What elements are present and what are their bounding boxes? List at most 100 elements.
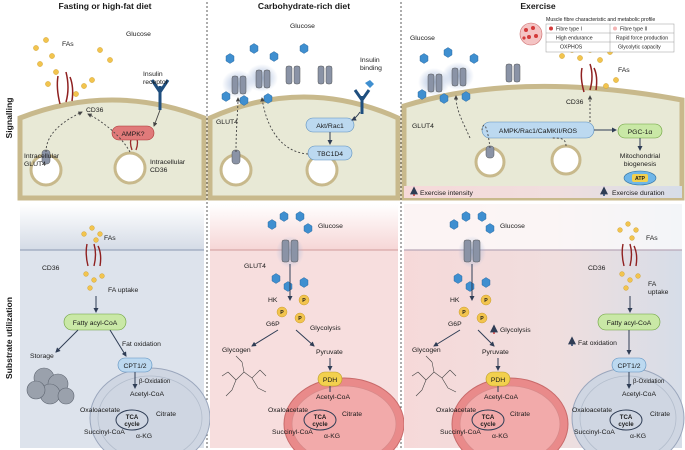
lipid-droplets <box>26 367 75 405</box>
citrate-label-2: Citrate <box>650 411 670 418</box>
substrate-panel-carb: Glucose GLUT4 HK P P P G6P Glycolysis Gl… <box>210 204 405 450</box>
acetyl-label-2: Acetyl-CoA <box>622 391 656 398</box>
glut4-label: GLUT4 <box>412 123 434 130</box>
glycolysis-label: Glycolysis <box>310 325 341 332</box>
beta-ox-label: β-Oxidation <box>633 378 664 385</box>
acetyl-label: Acetyl-CoA <box>130 391 164 398</box>
fa-dots <box>33 37 113 97</box>
header-fasting: Fasting or high-fat diet <box>58 1 151 11</box>
header-exercise: Exercise <box>520 1 556 11</box>
glycolysis-label: Glycolysis <box>500 327 531 334</box>
fat-oxidation-label: Fat oxidation <box>122 341 161 348</box>
g6p-label: G6P <box>448 321 462 328</box>
glut4-label: GLUT4 <box>244 263 266 270</box>
fat-oxidation-label: Fat oxidation <box>578 340 617 347</box>
glut4-transporters <box>231 65 333 95</box>
svg-text:P: P <box>280 310 284 316</box>
exercise-intensity-label: Exercise intensity <box>420 190 473 197</box>
tca-label: TCA <box>314 414 327 421</box>
cpt-label: CPT1/2 <box>123 363 146 370</box>
type1-b: OXPHOS <box>560 45 583 51</box>
glucose-label: Glucose <box>500 223 525 230</box>
exercise-duration-label: Exercise duration <box>612 190 665 197</box>
substrate-panel-exercise: Glucose HK P P P G6P Glycolysis Glycogen… <box>404 204 685 450</box>
fibre-profile-inset: Muscle fibre characteristic and metaboli… <box>519 17 675 53</box>
insulin-receptor-icon <box>150 79 170 110</box>
cd36-label: CD36 <box>566 99 584 106</box>
profile-title: Muscle fibre characteristic and metaboli… <box>546 17 655 23</box>
fas-label: FAs <box>618 67 630 74</box>
tca-label: TCA <box>482 414 495 421</box>
pdh-label: PDH <box>491 377 505 384</box>
succinyl-label: Succinyl-CoA <box>272 429 313 436</box>
type2-a: Rapid force production <box>616 36 668 42</box>
insulin-receptor-label-2: receptor <box>143 79 169 86</box>
pyruvate-label: Pyruvate <box>482 349 509 356</box>
storage-label: Storage <box>30 353 54 360</box>
akt-label: Akt/Rac1 <box>316 123 344 130</box>
hk-label: HK <box>450 297 460 304</box>
svg-text:P: P <box>298 316 302 322</box>
tca-label-4: cycle <box>618 421 634 428</box>
glucose-hexagons <box>221 43 309 106</box>
row-label-signalling: Signalling <box>4 97 14 138</box>
glucose-label: Glucose <box>290 23 315 30</box>
type2-label: Fibre type II <box>620 27 647 33</box>
signalling-panel-exercise: Muscle fibre characteristic and metaboli… <box>401 14 685 201</box>
fatty-acyl-label: Fatty acyl-CoA <box>73 320 118 327</box>
hk-label: HK <box>268 297 278 304</box>
glucose-label: Glucose <box>318 223 343 230</box>
ampk-rac1-label: AMPK/Rac1/CaMKII/ROS <box>499 128 578 135</box>
fa-uptake-label: FA <box>648 281 657 288</box>
beta-ox-label: β-Oxidation <box>139 378 170 385</box>
tca-label: TCA <box>126 414 139 421</box>
succinyl-label: Succinyl-CoA <box>440 429 481 436</box>
tbc1d4-label: TBC1D4 <box>317 151 343 158</box>
fas-label: FAs <box>62 41 74 48</box>
intracellular-glut4-label-2: GLUT4 <box>24 161 46 168</box>
type2-b: Glycolytic capacity <box>618 45 661 51</box>
akg-label-2: α-KG <box>630 433 646 440</box>
tca-label-2: cycle <box>124 421 140 428</box>
akg-label: α-KG <box>136 433 152 440</box>
phosphate-icons: P P P <box>458 294 492 324</box>
insulin-receptor-label: Insulin <box>143 71 163 78</box>
svg-text:P: P <box>480 316 484 322</box>
glycogen-label: Glycogen <box>222 347 251 354</box>
insulin-binding-label: Insulin <box>360 57 380 64</box>
insulin-binding-label-2: binding <box>360 65 382 72</box>
oxaloacetate-label-2: Oxaloacetate <box>572 407 612 414</box>
intracellular-glut4-label: Intracellular <box>24 153 60 160</box>
tca-label-2: cycle <box>312 421 328 428</box>
pgc-label: PGC-1α <box>628 129 653 136</box>
fatty-acyl-label: Fatty acyl-CoA <box>607 320 652 327</box>
fa-uptake-label-2: uptake <box>648 289 669 296</box>
citrate-label: Citrate <box>510 411 530 418</box>
svg-text:P: P <box>462 310 466 316</box>
signalling-panel-carb: Akt/Rac1 TBC1D4 Glucose Insulin binding … <box>207 14 401 201</box>
citrate-label: Citrate <box>342 411 362 418</box>
akg-label: α-KG <box>492 433 508 440</box>
type1-a: High endurance <box>556 36 593 42</box>
acetyl-label: Acetyl-CoA <box>316 394 350 401</box>
acetyl-label: Acetyl-CoA <box>484 394 518 401</box>
cd36-label: CD36 <box>588 265 606 272</box>
pdh-label: PDH <box>323 377 337 384</box>
intracellular-cd36-label-2: CD36 <box>150 167 168 174</box>
ampk-label: AMPK? <box>121 131 144 138</box>
akg-label: α-KG <box>324 433 340 440</box>
tca-label-2: cycle <box>480 421 496 428</box>
mito-biogenesis-label: Mitochondrial <box>620 153 661 160</box>
pyruvate-label: Pyruvate <box>316 349 343 356</box>
glut4-label: GLUT4 <box>216 119 238 126</box>
cd36-label: CD36 <box>42 265 60 272</box>
glucose-label: Glucose <box>410 35 435 42</box>
succinyl-label: Succinyl-CoA <box>84 429 125 436</box>
svg-text:P: P <box>302 298 306 304</box>
glycogen-label: Glycogen <box>412 347 441 354</box>
header-carb: Carbohydrate-rich diet <box>258 1 350 11</box>
svg-text:P: P <box>484 298 488 304</box>
fas-label: FAs <box>104 235 116 242</box>
fas-label-2: FAs <box>646 235 658 242</box>
